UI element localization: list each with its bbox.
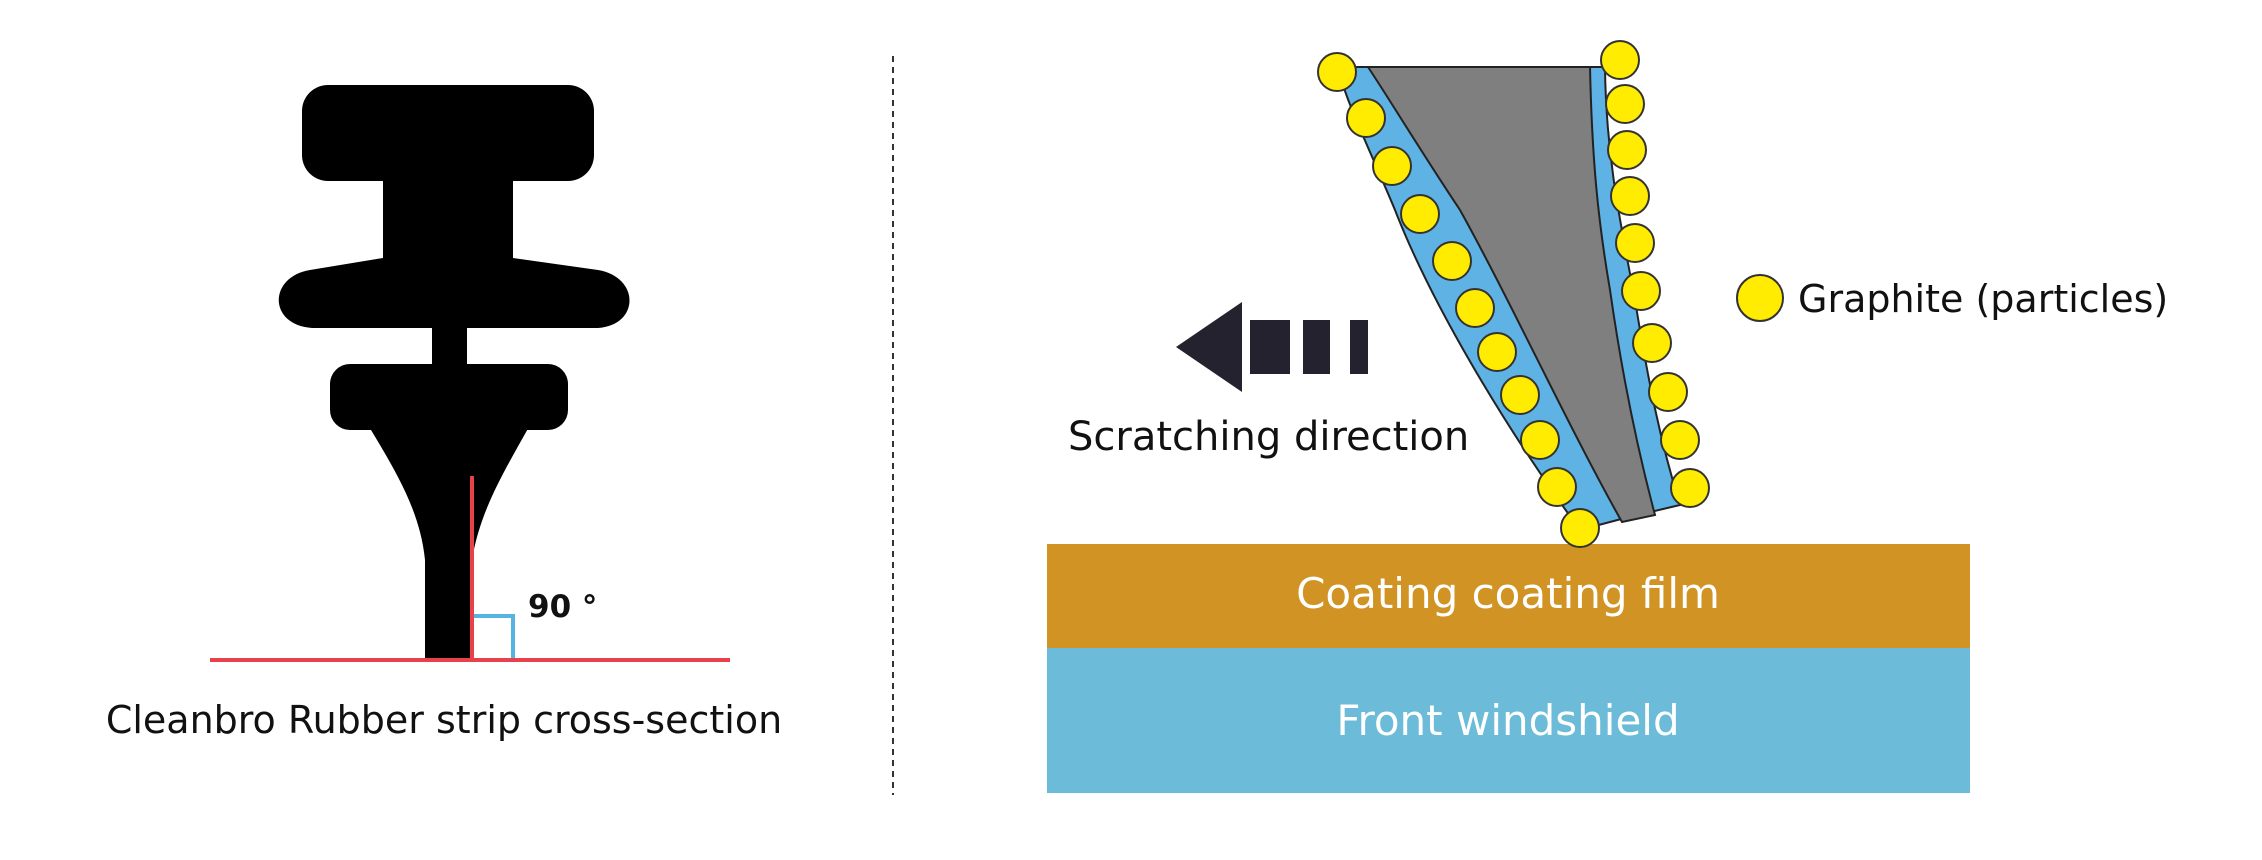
rubber-top-cap xyxy=(302,85,594,181)
particle xyxy=(1607,130,1647,170)
particle xyxy=(1432,241,1472,281)
direction-label: Scratching direction xyxy=(1068,414,1469,460)
coating-layer xyxy=(1047,544,1970,648)
wiper-body xyxy=(1366,66,1657,524)
particle xyxy=(1520,420,1560,460)
arrow-dash xyxy=(1250,320,1290,374)
arrow-dash xyxy=(1350,320,1368,374)
particle xyxy=(1648,372,1688,412)
rubber-lip xyxy=(368,425,530,660)
particle xyxy=(1455,288,1495,328)
arrow-dash xyxy=(1303,320,1330,374)
scratching-direction-arrow xyxy=(1176,302,1368,392)
graphite-particles xyxy=(1317,40,1710,548)
particle xyxy=(1477,332,1517,372)
right-panel: Coating coating film Front windshield xyxy=(1047,40,2168,793)
legend-particle-icon xyxy=(1736,274,1784,322)
particle xyxy=(1621,271,1661,311)
particle xyxy=(1610,176,1650,216)
rubber-upper-neck xyxy=(383,170,513,270)
left-caption: Cleanbro Rubber strip cross-section xyxy=(106,698,782,742)
wiper-blade xyxy=(1336,66,1682,532)
particle xyxy=(1400,194,1440,234)
coating-label: Coating coating film xyxy=(1296,569,1720,618)
rubber-stem xyxy=(432,320,467,370)
windshield-label: Front windshield xyxy=(1336,696,1679,745)
rubber-lower-flange xyxy=(330,364,568,430)
left-panel: 90 ° Cleanbro Rubber strip cross-section xyxy=(106,85,782,742)
particle xyxy=(1317,52,1357,92)
legend: Graphite (particles) xyxy=(1736,274,2168,322)
particle xyxy=(1605,84,1645,124)
windshield-layer xyxy=(1047,645,1970,793)
particle xyxy=(1372,146,1412,186)
particle xyxy=(1670,468,1710,508)
particle xyxy=(1346,98,1386,138)
particle xyxy=(1500,375,1540,415)
particle xyxy=(1660,420,1700,460)
particle xyxy=(1632,323,1672,363)
particle xyxy=(1600,40,1640,80)
particle xyxy=(1615,223,1655,263)
arrow-head xyxy=(1176,302,1242,392)
particle xyxy=(1560,508,1600,548)
rubber-wings xyxy=(278,258,630,328)
particle xyxy=(1537,467,1577,507)
legend-label: Graphite (particles) xyxy=(1798,277,2168,321)
angle-label: 90 ° xyxy=(528,589,597,625)
right-angle-marker xyxy=(474,614,515,658)
rubber-strip-cross-section xyxy=(278,85,630,660)
